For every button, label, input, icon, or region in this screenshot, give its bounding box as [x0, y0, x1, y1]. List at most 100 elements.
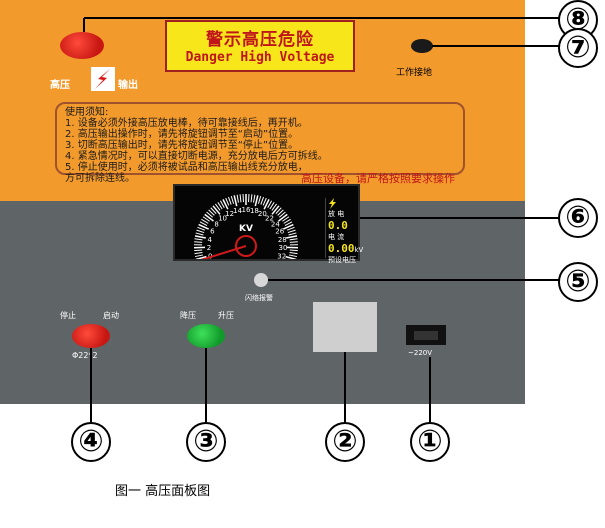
lcd-panel: 放 电 0.0 电 流 0.00 kV 预设电压	[325, 198, 363, 264]
dial-tick-label: 26	[275, 228, 284, 236]
notice-line: 使用须知:	[65, 107, 109, 118]
needle-hub	[235, 235, 257, 257]
fuse-spec-label: Φ22*2	[72, 351, 98, 360]
dial-tick-label: 24	[271, 220, 280, 228]
dial-tick	[278, 213, 288, 222]
dial-tick-label: 12	[225, 210, 234, 218]
warning-title: 警示高压危险	[206, 30, 314, 50]
power-inlet-pins	[414, 331, 438, 340]
callout-7: ⑦	[558, 28, 598, 68]
dial-tick	[212, 205, 221, 215]
high-voltage-indicator-lamp	[60, 32, 104, 59]
dial-tick-label: 22	[265, 214, 274, 222]
dial-tick	[228, 196, 232, 205]
dial-tick	[277, 209, 284, 216]
dial-tick	[284, 221, 293, 227]
current-readout: 0.0	[328, 219, 348, 232]
figure-caption: 图一 高压面板图	[115, 484, 211, 499]
warning-plate: 警示高压危险 Danger High Voltage	[165, 20, 355, 72]
dial-tick	[289, 241, 298, 243]
dial-tick	[217, 202, 223, 210]
output-label: 输出	[118, 80, 138, 91]
dial-tick	[199, 221, 208, 227]
voltage-up-label: 升压	[218, 311, 234, 320]
dial-tick	[202, 216, 210, 222]
dial-tick	[214, 203, 221, 211]
dial-tick-label: 2	[207, 244, 211, 252]
ground-terminal[interactable]	[411, 39, 433, 53]
dial-tick	[275, 207, 282, 214]
notice-line: 1. 设备必须外接高压放电棒，待可靠接线后，再开机。	[65, 118, 308, 129]
current-label: 电 流	[328, 233, 345, 241]
high-voltage-output-socket[interactable]	[313, 302, 377, 352]
dial-tick	[283, 223, 294, 230]
flashover-alarm-knob[interactable]	[254, 273, 268, 287]
dial-tick	[286, 235, 298, 239]
warning-subtitle: Danger High Voltage	[185, 50, 335, 65]
dial-tick	[206, 211, 214, 218]
dial-tick	[208, 209, 215, 216]
dial-tick	[194, 249, 203, 252]
dial-tick	[271, 203, 278, 211]
dial-tick	[257, 195, 262, 204]
dial-tick	[286, 226, 295, 231]
dial-tick-label: 16	[242, 206, 251, 214]
callout-3: ③	[186, 422, 226, 462]
dial-tick-label: 8	[214, 220, 218, 228]
dial-tick-label: 14	[233, 207, 242, 215]
dial-tick	[194, 235, 206, 239]
dial-tick	[289, 251, 298, 255]
dial-tick	[225, 197, 230, 206]
dial-tick	[197, 226, 206, 231]
preset-voltage-readout: 0.00	[328, 242, 355, 255]
dial-tick	[289, 238, 298, 241]
dial-tick	[219, 200, 225, 208]
dial-tick-label: 30	[279, 244, 288, 252]
power-inlet-socket[interactable]	[406, 325, 446, 345]
callout-1: ①	[410, 422, 450, 462]
dial-tick	[271, 205, 280, 215]
high-voltage-label: 高压	[50, 80, 70, 91]
dial-tick	[288, 232, 297, 236]
dial-tick	[267, 200, 273, 208]
dial-tick	[201, 218, 209, 224]
dial-tick	[196, 229, 205, 234]
dial-tick	[194, 251, 203, 255]
preset-voltage-label: 预设电压	[328, 256, 356, 264]
stop-start-switch[interactable]	[72, 324, 110, 348]
dial-tick-label: 4	[207, 236, 212, 244]
notice-line: 5. 停止使用时，必须将被试品和高压输出线充分放电，	[65, 162, 308, 173]
dial-needle	[200, 245, 247, 259]
usage-notice-box: 使用须知: 1. 设备必须外接高压放电棒，待可靠接线后，再开机。 2. 高压输出…	[55, 102, 465, 184]
power-inlet-label: ~220V	[408, 349, 433, 357]
voltage-adjust-knob[interactable]	[187, 324, 225, 348]
ground-label: 工作接地	[396, 68, 433, 78]
dial-tick	[285, 255, 297, 259]
voltage-down-label: 降压	[180, 311, 196, 320]
dial-tick	[269, 202, 275, 210]
dial-tick	[254, 195, 259, 207]
dial-tick	[260, 196, 264, 205]
dial-tick	[263, 199, 270, 210]
dial-tick	[194, 238, 203, 241]
discharge-bolt-icon	[329, 198, 336, 209]
callout-5: ⑤	[558, 262, 598, 302]
callout-4: ④	[71, 422, 111, 462]
dial-tick	[253, 194, 256, 203]
dial-tick-label: 28	[278, 236, 287, 244]
notice-line: 3. 切断高压输出时，请先将旋钮调节至“停止”位置。	[65, 140, 299, 151]
callout-2: ②	[325, 422, 365, 462]
flashover-alarm-label: 闪络报警	[245, 294, 273, 302]
dial-tick	[287, 229, 296, 234]
dial-tick	[289, 249, 298, 252]
dial-tick	[198, 223, 209, 230]
dial-tick	[194, 241, 203, 243]
notice-line: 2. 高压输出操作时，请先将旋钮调节至“启动”位置。	[65, 129, 299, 140]
notice-line: 4. 紧急情况时，可以直接切断电源，充分放电后方可拆线。	[65, 151, 328, 162]
stop-label: 停止	[60, 311, 76, 320]
dial-tick-label: 32	[277, 253, 286, 259]
dial-tick	[210, 207, 217, 214]
